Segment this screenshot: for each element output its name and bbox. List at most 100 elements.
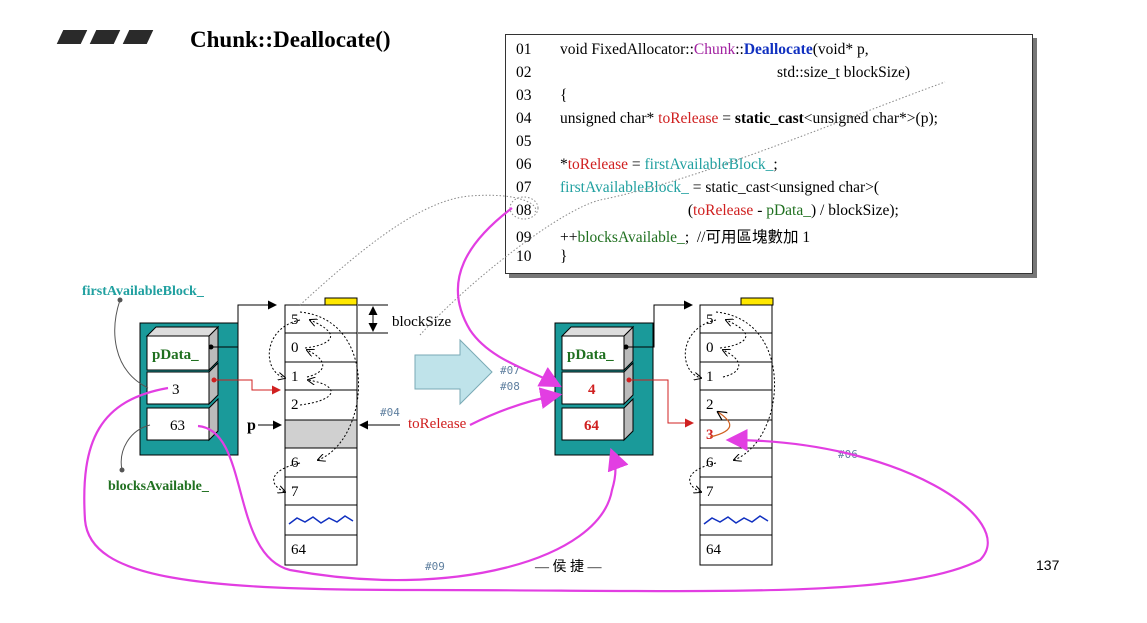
left-block-8	[284, 534, 358, 566]
right-block-7	[699, 504, 773, 536]
code-line: 06*toRelease = firstAvailableBlock_;	[516, 156, 778, 174]
code-line: 10}	[516, 248, 567, 266]
left-block-value: 2	[291, 397, 299, 413]
tag-04: #04	[380, 406, 400, 419]
left-block-4	[284, 419, 358, 449]
code-token: -	[753, 202, 767, 219]
tag-08: #08	[500, 380, 520, 393]
right-block-5	[699, 447, 773, 478]
left-block-value: 1	[291, 369, 299, 385]
block-size-label: blockSize	[392, 314, 451, 330]
right-avail-value: 64	[584, 418, 600, 434]
p-label: p	[247, 417, 256, 434]
right-block-value: 1	[706, 369, 714, 385]
right-block-value: 0	[706, 340, 714, 356]
tag-07: #07	[500, 364, 520, 377]
right-block-value: 7	[706, 484, 714, 500]
code-line: 02 std::size_t blockSize)	[516, 64, 910, 82]
left-chunk-pdata-cell: pData_	[145, 325, 220, 372]
code-token: =	[718, 110, 735, 127]
code-token: firstAvailableBlock_	[560, 179, 689, 196]
code-line: 09 ++blocksAvailable_; //可用區塊數加 1	[516, 225, 810, 247]
transition-arrow	[414, 338, 493, 406]
line-number: 05	[516, 133, 532, 150]
code-line: 04 unsigned char* toRelease = static_cast…	[516, 110, 938, 128]
left-block-value: 6	[291, 455, 299, 471]
right-block-value: 6	[706, 455, 714, 471]
footer-author: — 侯 捷 —	[534, 559, 602, 575]
right-block-value: 3	[706, 427, 714, 443]
code-token: =	[628, 156, 645, 173]
right-pdata-label: pData_	[567, 347, 614, 363]
left-block-7	[284, 504, 358, 536]
right-chunk-pdata-cell: pData_	[560, 325, 635, 372]
code-token: ++	[560, 229, 578, 246]
to-release-label: toRelease	[408, 416, 467, 432]
right-block-value: 2	[706, 397, 714, 413]
line-number: 09	[516, 229, 532, 246]
code-line: 01 void FixedAllocator::Chunk::Deallocate…	[516, 41, 869, 59]
left-block-value: 7	[291, 484, 299, 500]
right-block-6	[699, 476, 773, 506]
code-token: <unsigned char*>(p);	[803, 110, 938, 127]
line-number: 02	[516, 64, 532, 81]
code-line: 03 {	[516, 87, 567, 105]
code-token: blocksAvailable_	[577, 229, 685, 246]
code-token: (void* p,	[812, 41, 869, 58]
left-block-0	[284, 304, 358, 334]
right-block-0	[699, 304, 773, 334]
code-token: pData_	[766, 202, 811, 219]
code-token: toRelease	[693, 202, 754, 219]
tag-09: #09	[425, 560, 445, 573]
left-block-value: 64	[291, 542, 307, 558]
code-line: 07 firstAvailableBlock_ = static_cast<uns…	[516, 179, 879, 197]
left-avail-value: 63	[170, 418, 185, 434]
code-token: *	[560, 156, 568, 173]
left-chunk-avail-cell: 63	[146, 397, 219, 442]
line-number: 04	[516, 110, 532, 127]
code-token: toRelease	[658, 110, 719, 127]
line-number: 07	[516, 179, 532, 196]
right-omitted-blocks-wave	[703, 515, 769, 525]
code-line: 08 (toRelease - pData_) / blockSize);	[516, 202, 899, 220]
right-block-value: 64	[706, 542, 722, 558]
code-line: 05	[516, 133, 560, 151]
code-token: ; //可用區塊數加 1	[684, 229, 811, 246]
right-chunk-avail-cell: 64	[561, 397, 634, 442]
line-number: 10	[516, 248, 532, 265]
slide-title: Chunk::Deallocate()	[190, 27, 391, 52]
left-first-value: 3	[172, 382, 180, 398]
code-token: ) / blockSize);	[811, 202, 899, 219]
right-chunk-first-cell: 4	[561, 361, 634, 406]
code-token: static_cast	[734, 110, 804, 127]
code-token: firstAvailableBlock_	[644, 156, 774, 173]
line-number: 03	[516, 87, 532, 104]
left-block-5	[284, 447, 358, 478]
left-omitted-blocks-wave	[288, 515, 354, 525]
left-block-6	[284, 476, 358, 506]
line-number: 01	[516, 41, 532, 58]
left-block-value: 0	[291, 340, 299, 356]
code-token: unsigned char*	[560, 110, 659, 127]
line-number: 06	[516, 156, 532, 173]
code-token: ::	[735, 41, 744, 58]
code-listing: 01 void FixedAllocator::Chunk::Deallocate…	[505, 34, 1033, 274]
code-token: Deallocate	[743, 41, 813, 58]
code-token: = static_cast<unsigned char>(	[688, 179, 880, 196]
line-number: 08	[516, 202, 532, 219]
code-token: {	[560, 87, 568, 104]
left-yellow-marker	[324, 297, 358, 306]
right-first-value: 4	[588, 382, 596, 398]
right-block-8	[699, 534, 773, 566]
right-yellow-marker	[740, 297, 774, 306]
code-token: Chunk	[693, 41, 736, 58]
code-token: }	[560, 248, 568, 265]
code-token: void FixedAllocator::	[560, 41, 694, 58]
code-token: ;	[773, 156, 778, 173]
left-block-3	[284, 389, 358, 421]
page-number: 137	[1036, 557, 1060, 573]
